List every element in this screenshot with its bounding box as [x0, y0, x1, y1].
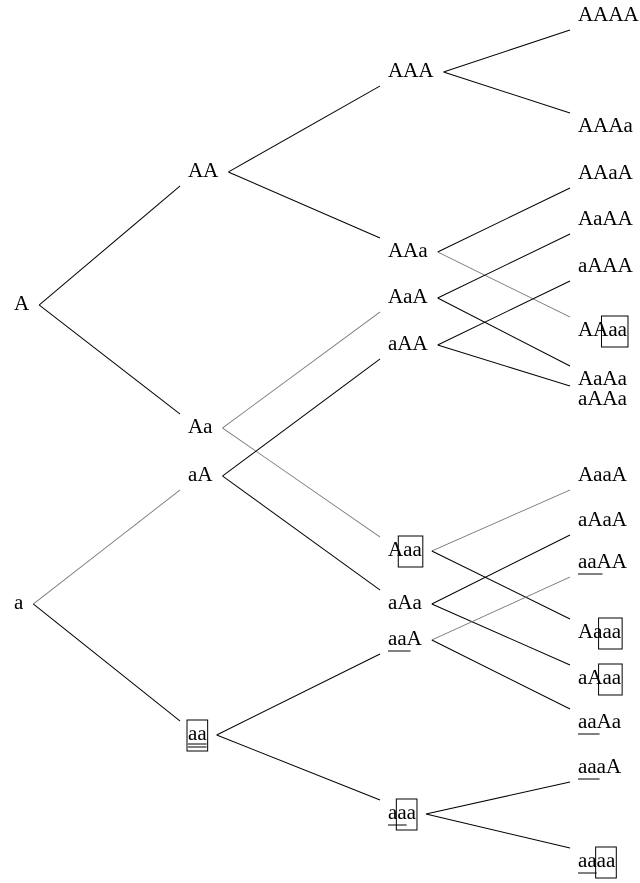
- node-label-A: A: [14, 291, 30, 315]
- edge-aAA-to-aAAa: [437, 344, 571, 387]
- node-label-AAaA: AAaA: [578, 160, 634, 184]
- node-AAAa: AAAa: [578, 113, 633, 137]
- node-label-aAA: aAA: [388, 331, 428, 355]
- node-label-AAaa: AAaa: [578, 317, 628, 341]
- node-label-Aaa: Aaa: [388, 537, 422, 561]
- mark-box-aAaa: [598, 663, 623, 696]
- node-label-aAAA: aAAA: [578, 253, 634, 277]
- edge-AaA-to-AaAa: [437, 297, 571, 367]
- node-AaaA: AaaA: [578, 462, 628, 486]
- node-label-AaA: AaA: [388, 284, 428, 308]
- node-aA: aA: [188, 462, 213, 486]
- tree-edges: [33, 29, 571, 849]
- edge-aAa-to-aAaA: [431, 534, 571, 605]
- node-Aaaa: Aaaa: [578, 617, 623, 650]
- node-aAA: aAA: [388, 331, 428, 355]
- node-aAaA: aAaA: [578, 507, 628, 531]
- node-aaAA: aaAA: [578, 549, 628, 575]
- node-label-aAaA: aAaA: [578, 507, 628, 531]
- node-label-AaAa: AaAa: [578, 366, 628, 390]
- node-aaA: aaA: [388, 626, 423, 652]
- mark-box-AAaa: [600, 315, 629, 348]
- edge-AAa-to-AAaA: [437, 187, 571, 253]
- node-label-Aaaa: Aaaa: [578, 619, 622, 643]
- node-label-aAAa: aAAa: [578, 386, 628, 410]
- node-aAa: aAa: [388, 590, 422, 614]
- node-Aaa: Aaa: [388, 535, 424, 568]
- edge-aAA-to-aAAA: [437, 280, 571, 346]
- edge-aaa-to-aaaa: [425, 813, 571, 849]
- edge-a-to-aA: [33, 489, 181, 605]
- node-label-aaaA: aaaA: [578, 754, 622, 778]
- node-AA: AA: [188, 158, 219, 182]
- node-aaaA: aaaA: [578, 754, 622, 780]
- node-aAaa: aAaa: [578, 663, 623, 696]
- edge-aa-to-aaa: [216, 734, 381, 801]
- mark-box-aaa: [395, 798, 418, 831]
- edge-A-to-AA: [38, 185, 181, 306]
- node-label-AA: AA: [188, 158, 219, 182]
- edge-Aa-to-Aaa: [222, 427, 381, 538]
- node-aAAA: aAAA: [578, 253, 634, 277]
- node-label-AAAa: AAAa: [578, 113, 633, 137]
- edge-aA-to-aAa: [222, 475, 381, 591]
- node-AaAa: AaAa: [578, 366, 628, 390]
- node-label-aaAA: aaAA: [578, 549, 628, 573]
- node-label-aAa: aAa: [388, 590, 422, 614]
- node-label-aaa: aaa: [388, 800, 417, 824]
- edge-aA-to-aAA: [222, 358, 381, 477]
- mark-box-Aaa: [397, 535, 424, 568]
- node-aaAa: aaAa: [578, 709, 622, 735]
- node-label-aa: aa: [188, 721, 207, 745]
- node-label-AAAA: AAAA: [578, 2, 639, 26]
- edge-aaA-to-aaAa: [431, 639, 571, 710]
- node-label-aAaa: aAaa: [578, 665, 622, 689]
- node-label-aaAa: aaAa: [578, 709, 622, 733]
- edge-aa-to-aaA: [216, 653, 381, 736]
- edge-Aaa-to-Aaaa: [431, 550, 571, 620]
- node-aAAa: aAAa: [578, 386, 628, 410]
- edge-Aaa-to-AaaA: [431, 489, 571, 552]
- edge-AA-to-AAa: [228, 171, 381, 239]
- node-label-AAa: AAa: [388, 238, 428, 262]
- edge-Aa-to-AaA: [222, 311, 381, 429]
- node-label-Aa: Aa: [188, 414, 213, 438]
- edge-AaA-to-AaAA: [437, 233, 571, 299]
- node-label-AAA: AAA: [388, 58, 434, 82]
- mark-box-Aaaa: [598, 617, 623, 650]
- node-label-aA: aA: [188, 462, 213, 486]
- edge-aAa-to-aAaa: [431, 603, 571, 666]
- node-AAa: AAa: [388, 238, 428, 262]
- tree-node-labels: AaAAAaaAaaAAAAAaAaAaAAAaaaAaaaAaaaAAAAAA…: [14, 2, 639, 879]
- edge-aaa-to-aaaA: [425, 781, 571, 815]
- edge-AAa-to-AAaa: [437, 251, 571, 318]
- edge-A-to-Aa: [38, 304, 181, 415]
- node-Aa: Aa: [188, 414, 213, 438]
- node-AAaA: AAaA: [578, 160, 634, 184]
- node-aaa: aaa: [388, 798, 418, 831]
- edge-a-to-aa: [33, 603, 181, 722]
- node-label-AaaA: AaaA: [578, 462, 628, 486]
- node-aa: aa: [186, 719, 209, 752]
- edge-AA-to-AAA: [228, 85, 381, 173]
- node-a: a: [14, 590, 24, 614]
- edge-AAA-to-AAAA: [443, 29, 571, 73]
- edge-aaA-to-aaAA: [431, 576, 571, 641]
- node-label-AaAA: AaAA: [578, 206, 634, 230]
- node-AaAA: AaAA: [578, 206, 634, 230]
- node-label-aaaa: aaaa: [578, 848, 616, 872]
- node-AaA: AaA: [388, 284, 428, 308]
- mark-box-aaaa: [595, 846, 617, 879]
- mark-box-aa: [186, 719, 209, 752]
- edge-AAA-to-AAAa: [443, 71, 571, 114]
- node-label-aaA: aaA: [388, 626, 423, 650]
- node-AAaa: AAaa: [578, 315, 629, 348]
- node-aaaa: aaaa: [578, 846, 617, 879]
- node-label-a: a: [14, 590, 24, 614]
- node-AAAA: AAAA: [578, 2, 639, 26]
- node-A: A: [14, 291, 30, 315]
- node-AAA: AAA: [388, 58, 434, 82]
